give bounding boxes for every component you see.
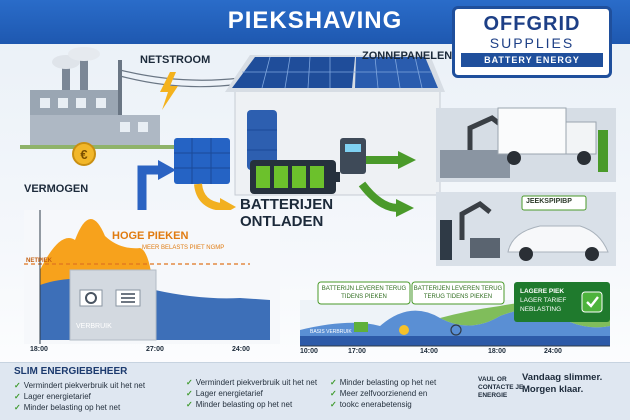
check-icon: ✓: [14, 381, 21, 390]
benefit-2-2: ✓Lager energietarief: [186, 388, 317, 399]
result-line-3: NEBLASTING: [520, 306, 562, 313]
callout-box-2: [411, 281, 505, 305]
peak-tick-1: 18:00: [30, 346, 48, 353]
benefit-1-2: ✓Lager energietarief: [14, 391, 145, 402]
verbruik-label: VERBRUIK: [76, 323, 112, 330]
benefit-text: Lager energietarief: [23, 392, 91, 401]
page-title: PIEKSHAVING: [227, 7, 403, 34]
benefit-1-1: ✓Vermindert piekverbruik uit het net: [14, 380, 145, 391]
right-tick-2: 17:00: [348, 348, 366, 355]
charger-sign-text: JEEKSPIPIBP: [526, 198, 572, 205]
right-tick-1: 10:00: [300, 348, 318, 355]
slogan-line-2: Morgen klaar.: [522, 384, 584, 395]
benefit-3-2: ✓Meer zelfvoorzienend en: [330, 388, 436, 399]
lightning-icon: [160, 72, 178, 110]
callout-1-line-2: TIDENS PIEKEN: [341, 294, 387, 300]
benefit-list-3: ✓Minder belasting op het net ✓Meer zelfv…: [330, 377, 436, 410]
label-batterijen-line-1: BATTERIJEN: [240, 196, 334, 213]
inverter-icon: [340, 138, 366, 174]
result-line-2: LAGER TARIEF: [520, 297, 567, 304]
peak-title: HOGE PIEKEN: [112, 230, 189, 242]
check-icon: ✓: [186, 378, 193, 387]
right-tick-4: 18:00: [488, 348, 506, 355]
benefit-text: tookc enerabetensig: [339, 400, 412, 409]
netpiek-label: NETPIEK: [26, 258, 53, 264]
logo-line-2: SUPPLIES: [489, 35, 575, 51]
slogan-line-1: Vandaag slimmer.: [522, 372, 603, 383]
check-icon: ✓: [14, 392, 21, 401]
label-vermogen: VERMOGEN: [24, 183, 89, 195]
callout-2-line-2: TERUG TIDENS PIEKEN: [423, 294, 493, 300]
euro-coin-icon: €: [72, 142, 96, 166]
benefit-3-3: ✓tookc enerabetensig: [330, 399, 436, 410]
contact-line-3: ENERGIE: [478, 392, 508, 399]
peak-tick-3: 24:00: [232, 346, 250, 353]
benefit-text: Vermindert piekverbruik uit het net: [23, 381, 146, 390]
benefit-2-1: ✓Vermindert piekverbruik uit het net: [186, 377, 317, 388]
result-line-1: LAGERE PIEK: [520, 288, 565, 295]
contact-text: VAUL OR CONTACTE JE ENERGIE: [478, 376, 523, 400]
check-icon: ✓: [330, 400, 337, 409]
flow-arrows: [137, 151, 416, 217]
benefit-3-1: ✓Minder belasting op het net: [330, 377, 436, 388]
check-icon: ✓: [14, 403, 21, 412]
label-zonnepanelen: ZONNEPANELEN: [362, 50, 453, 62]
check-badge-icon: [581, 291, 603, 313]
factory-truck-scene: [436, 107, 616, 182]
label-batterijen: BATTERIJEN ONTLADEN: [240, 196, 333, 230]
logo-line-1: OFFGRID: [483, 13, 581, 35]
bottom-title: SLIM ENERGIEBEHEER: [14, 366, 128, 377]
battery-tower-icon: [247, 110, 277, 170]
charger-sign-box: [521, 195, 587, 211]
callout-box-1: [317, 281, 411, 305]
benefit-list-1: ✓Vermindert piekverbruik uit het net ✓La…: [14, 380, 145, 413]
callout-2-line-1: BATTERIJEN LEVEREN TERUG: [413, 286, 503, 292]
benefit-text: Minder belasting op het net: [23, 403, 121, 412]
benefit-text: Minder belasting op het net: [339, 378, 437, 387]
logo-line-3: BATTERY ENERGY: [461, 53, 603, 67]
result-text: LAGERE PIEK LAGER TARIEF NEBLASTING: [520, 287, 566, 314]
menu-icon: [121, 293, 135, 303]
baseline-label: BASIS VERBRUIK: [310, 329, 352, 335]
benefit-2-3: ✓Minder belasting op het net: [186, 399, 317, 410]
battery-charge-icon: [250, 160, 340, 194]
peak-subtitle: MEER BELASTS PIIET NGMP: [142, 245, 225, 251]
svg-text:€: €: [80, 147, 87, 162]
benefit-text: Lager energietarief: [195, 389, 263, 398]
battery-rack-icon: [174, 138, 230, 184]
benefit-list-2: ✓Vermindert piekverbruik uit het net ✓La…: [186, 377, 317, 410]
benefit-1-3: ✓Minder belasting op het net: [14, 402, 145, 413]
check-icon: ✓: [186, 400, 193, 409]
check-icon: ✓: [186, 389, 193, 398]
power-lines: [118, 60, 241, 115]
contact-line-2: CONTACTE JE: [478, 384, 524, 391]
power-plant-icon: [20, 47, 220, 149]
gear-icon: [85, 292, 97, 304]
label-netstroom: NETSTROOM: [140, 54, 211, 66]
check-icon: ✓: [330, 389, 337, 398]
benefit-text: Minder belasting op het net: [195, 400, 293, 409]
right-tick-3: 14:00: [420, 348, 438, 355]
right-tick-5: 24:00: [544, 348, 562, 355]
brand-logo: OFFGRID SUPPLIES BATTERY ENERGY: [452, 6, 612, 78]
benefit-text: Meer zelfvoorzienend en: [339, 389, 428, 398]
slogan: Vandaag slimmer. Morgen klaar.: [522, 372, 622, 396]
peak-tick-2: 27:00: [146, 346, 164, 353]
money-icon: [354, 322, 368, 332]
callout-2-text: BATTERIJEN LEVEREN TERUG TERUG TIDENS PI…: [412, 285, 504, 301]
contact-line-1: VAUL OR: [478, 376, 507, 383]
callout-1-text: BATTERIJN LEVEREN TERUG TIDENS PIEKEN: [318, 285, 410, 301]
bottom-bar: [0, 362, 630, 420]
benefit-text: Vermindert piekverbruik uit het net: [195, 378, 318, 387]
label-batterijen-line-2: ONTLADEN: [240, 213, 324, 230]
callout-1-line-1: BATTERIJN LEVEREN TERUG: [321, 286, 407, 292]
check-icon: ✓: [330, 378, 337, 387]
